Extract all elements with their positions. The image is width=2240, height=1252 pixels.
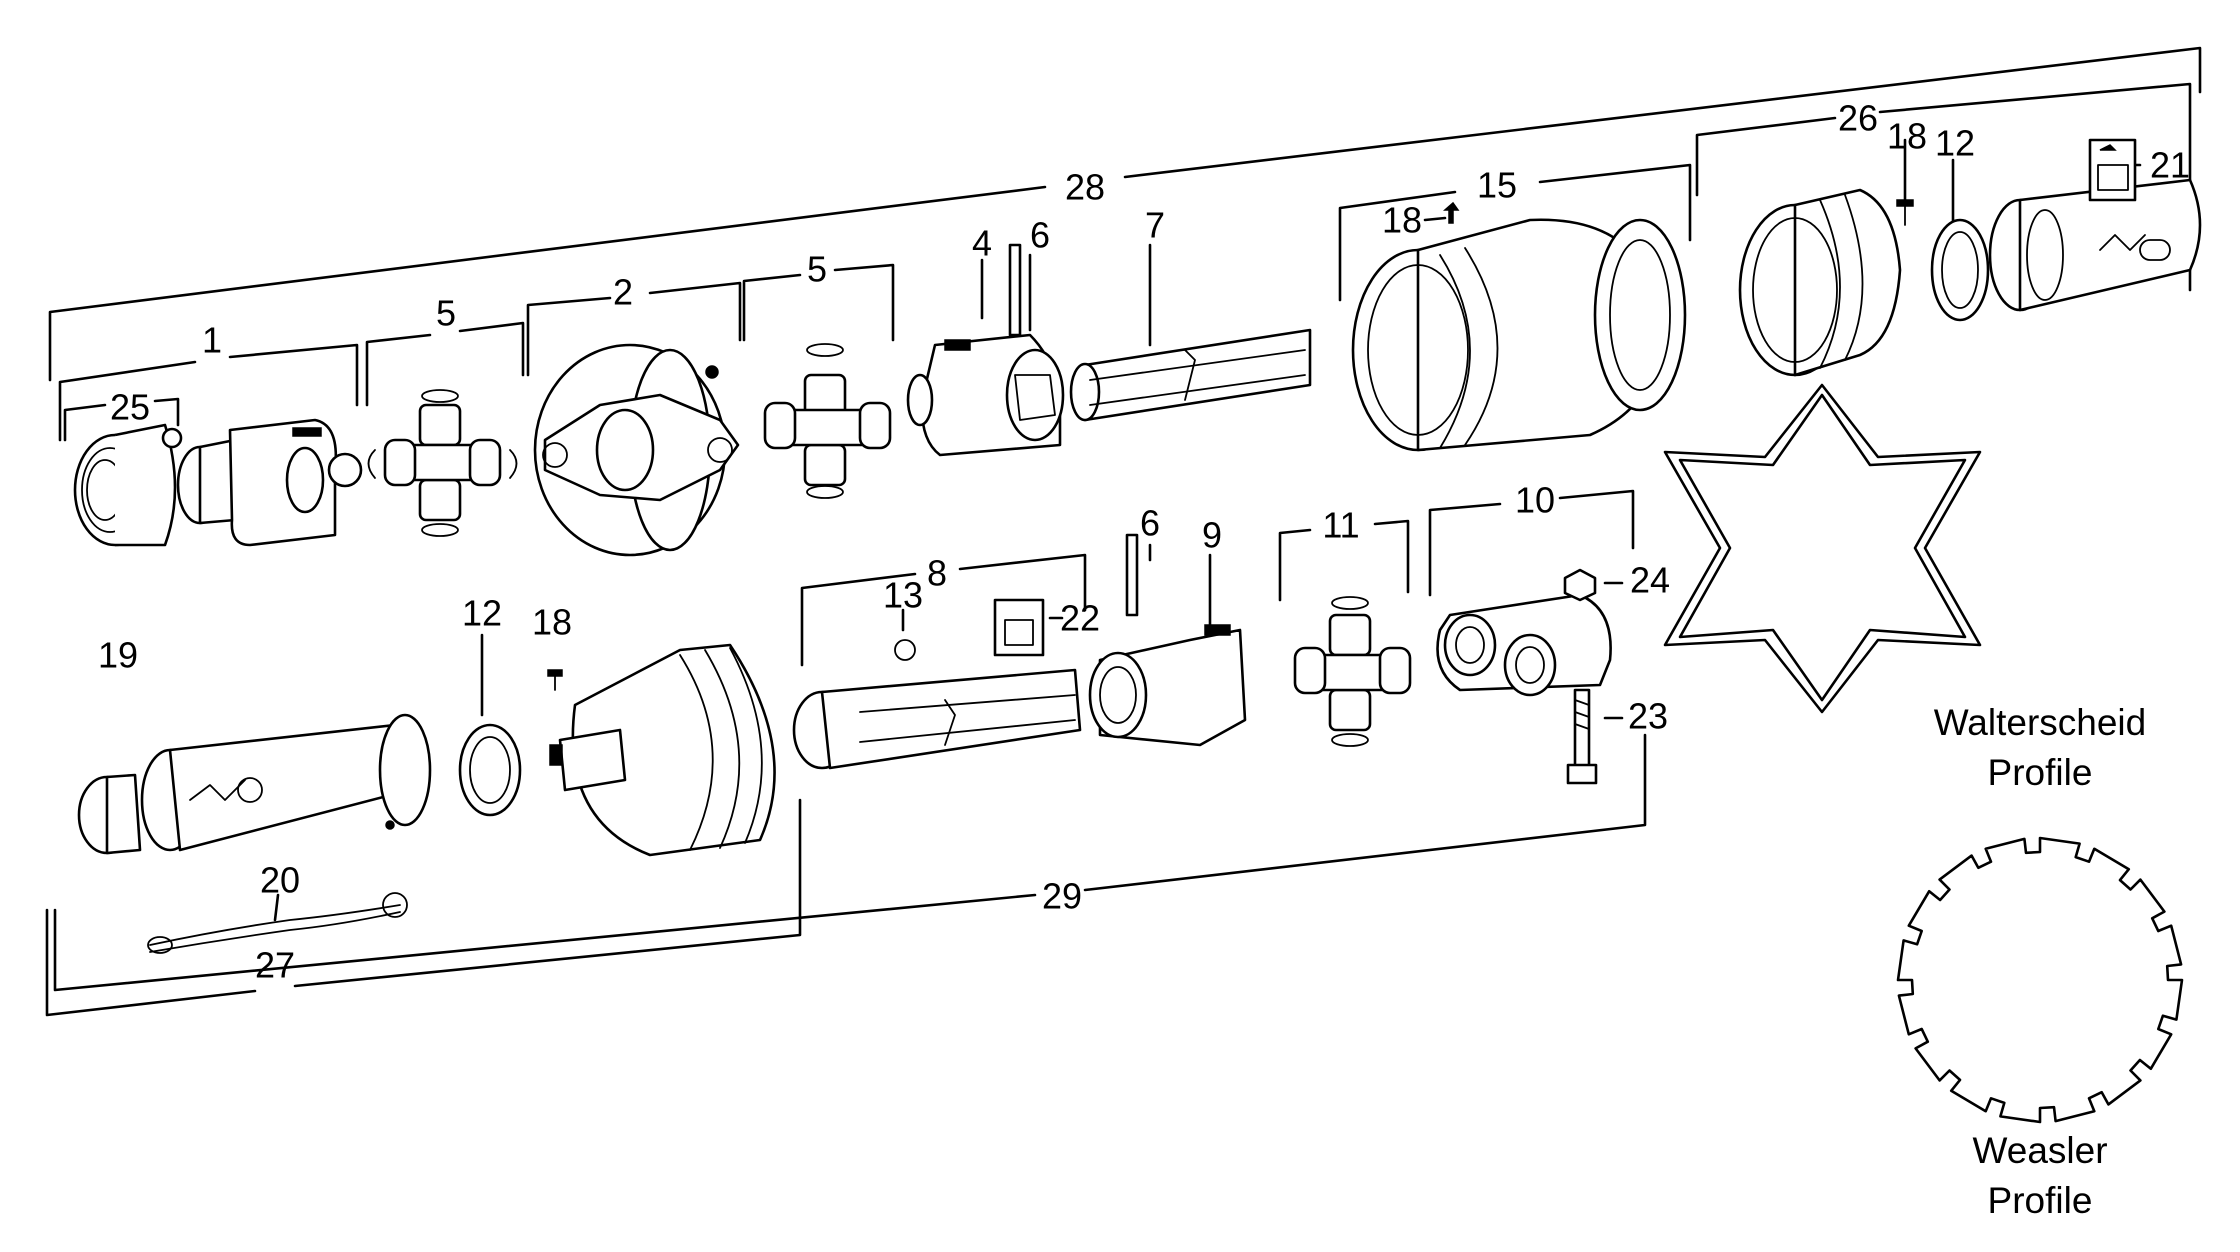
callout-4: 4 bbox=[972, 223, 992, 264]
part-4-inner-yoke bbox=[906, 333, 1065, 457]
callout-5-left: 5 bbox=[436, 293, 456, 334]
callout-29: 29 bbox=[1042, 876, 1082, 917]
callout-10: 10 bbox=[1515, 480, 1555, 521]
part-12-bearing-ring-lower bbox=[458, 723, 522, 817]
callout-18-lower: 18 bbox=[532, 602, 572, 643]
callout-1: 1 bbox=[202, 320, 222, 361]
callout-11: 11 bbox=[1322, 505, 1359, 546]
part-6-pin-lower bbox=[1125, 533, 1139, 617]
walterscheid-profile-shape bbox=[1663, 383, 1982, 714]
part-2-flange bbox=[533, 343, 740, 557]
callout-13: 13 bbox=[883, 575, 923, 616]
part-23-bolt bbox=[1566, 688, 1598, 785]
weasler-profile-label-line1: Weasler bbox=[1972, 1130, 2107, 1171]
callout-7: 7 bbox=[1145, 205, 1165, 246]
bracket-lines bbox=[45, 46, 2202, 1017]
part-lower-bellow bbox=[549, 643, 776, 857]
callout-24: 24 bbox=[1630, 560, 1670, 601]
part-8-outer-profile-tube bbox=[792, 598, 1082, 770]
callout-18-bell: 18 bbox=[1382, 200, 1422, 241]
callout-28: 28 bbox=[1065, 167, 1105, 208]
callout-23: 23 bbox=[1628, 696, 1668, 737]
profile-captions: Walterscheid Profile Weasler Profile bbox=[1934, 702, 2146, 1221]
callout-12-lower: 12 bbox=[462, 593, 502, 634]
part-1-yoke bbox=[176, 418, 363, 547]
part-25-guard-cone bbox=[73, 423, 183, 547]
part-10-clamp-yoke bbox=[1436, 593, 1612, 697]
callout-15: 15 bbox=[1477, 165, 1517, 206]
callout-27: 27 bbox=[255, 945, 295, 986]
part-outer-tube-lower bbox=[140, 713, 432, 852]
part-9-yoke bbox=[1088, 624, 1247, 747]
walterscheid-profile-label-line1: Walterscheid bbox=[1934, 702, 2146, 743]
part-12-bearing-ring-top bbox=[1930, 218, 1990, 322]
part-26-bellow bbox=[1738, 188, 1902, 377]
part-5-cross-right bbox=[763, 343, 892, 499]
part-15-guard-bell bbox=[1351, 218, 1687, 452]
part-11-cross bbox=[1293, 596, 1412, 747]
callout-2: 2 bbox=[613, 272, 633, 313]
callout-6-top: 6 bbox=[1030, 215, 1050, 256]
part-21-outer-tube bbox=[1988, 138, 2202, 312]
walterscheid-profile-label-line2: Profile bbox=[1988, 752, 2093, 793]
callout-12-top-right: 12 bbox=[1935, 123, 1975, 164]
part-5-cross-left bbox=[367, 389, 518, 537]
callout-26: 26 bbox=[1838, 98, 1878, 139]
part-19-end-cap bbox=[77, 773, 142, 855]
callout-19: 19 bbox=[98, 635, 138, 676]
callout-labels: 28 26 18 12 21 15 18 1 5 2 5 4 6 7 25 6 … bbox=[98, 98, 2190, 986]
part-6-pin-top bbox=[1008, 243, 1022, 337]
part-18-screws bbox=[547, 199, 1914, 691]
part-24-nut bbox=[1563, 568, 1597, 602]
callout-25: 25 bbox=[110, 387, 150, 428]
weasler-profile-shape bbox=[1896, 836, 2184, 1124]
callout-8: 8 bbox=[927, 553, 947, 594]
callout-9: 9 bbox=[1202, 515, 1222, 556]
callout-21: 21 bbox=[2150, 145, 2190, 186]
weasler-profile-label-line2: Profile bbox=[1988, 1180, 2093, 1221]
callout-18-top-right: 18 bbox=[1887, 116, 1927, 157]
part-7-inner-tube bbox=[1069, 328, 1312, 422]
callout-6-lower: 6 bbox=[1140, 503, 1160, 544]
callout-5-right: 5 bbox=[807, 249, 827, 290]
callout-20: 20 bbox=[260, 860, 300, 901]
callout-22: 22 bbox=[1060, 598, 1100, 639]
part-20-chain bbox=[147, 892, 408, 954]
